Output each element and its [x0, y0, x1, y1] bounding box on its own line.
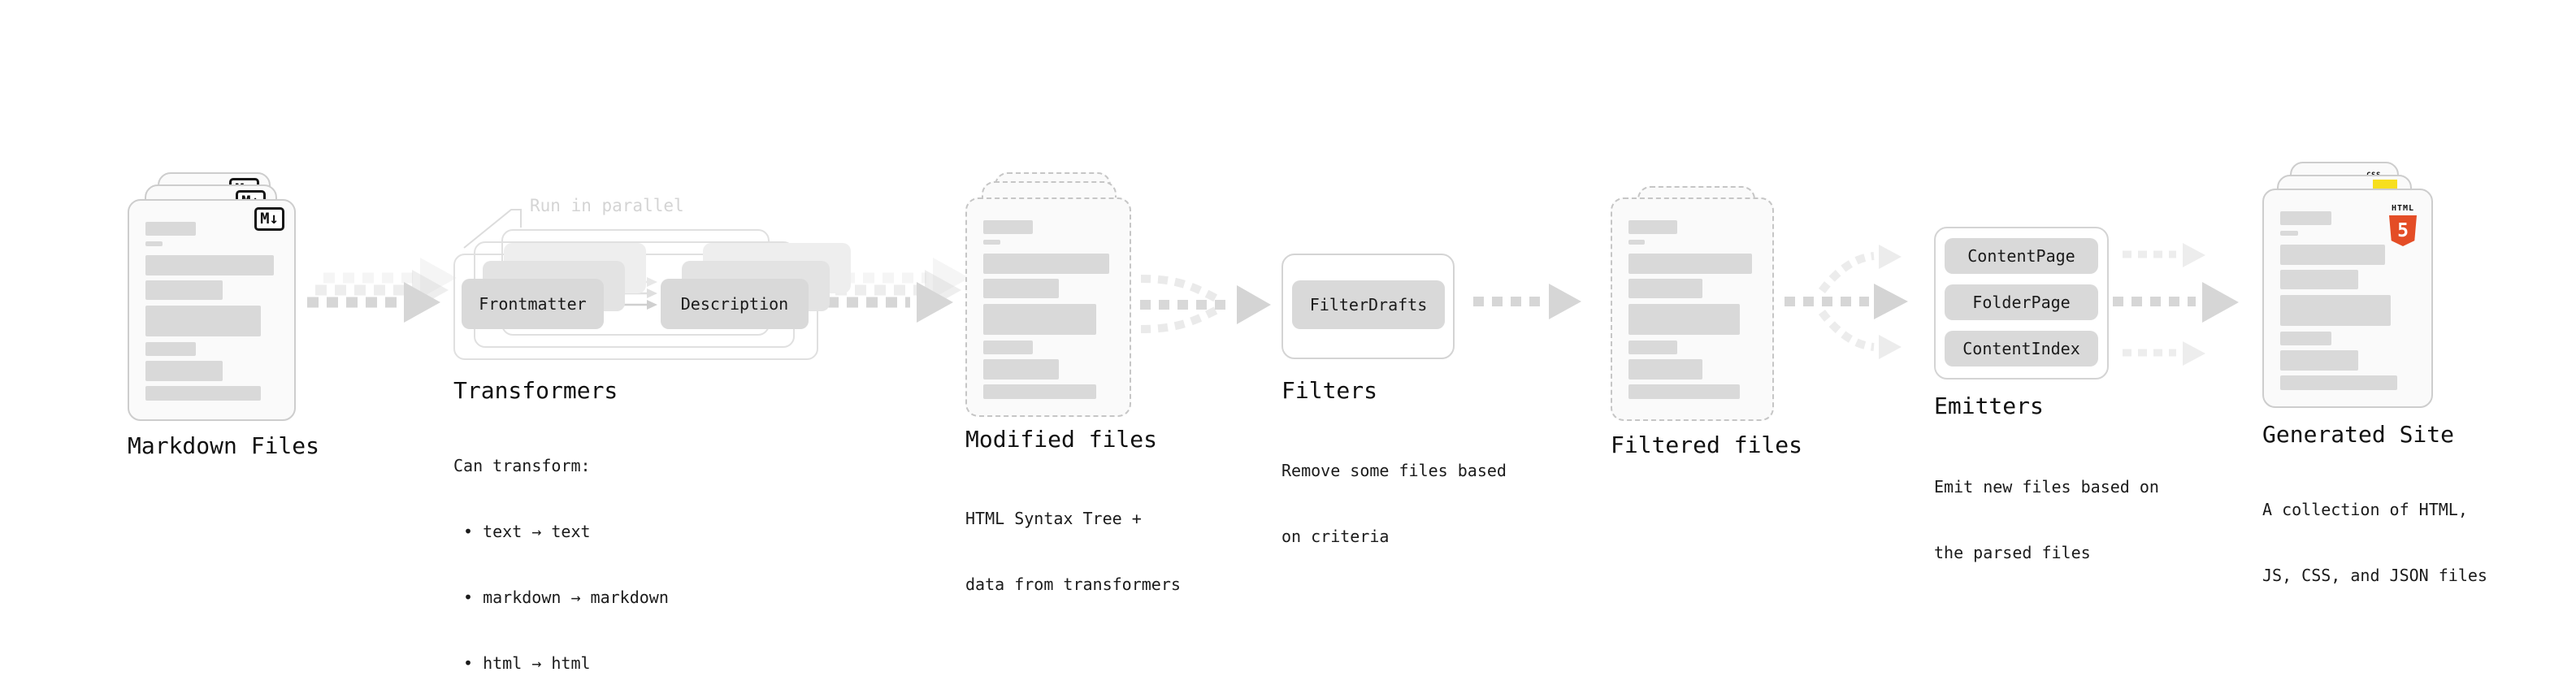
- description-line: A collection of HTML,: [2262, 500, 2468, 519]
- filtered-files-stack: [1611, 186, 1798, 422]
- text-line-bar: [983, 359, 1059, 380]
- markdown-file-card-front: M↓: [128, 199, 296, 421]
- filtered-file-card-front: [1611, 197, 1774, 421]
- description-line: • html → html: [463, 653, 591, 673]
- text-line-bar: [1628, 220, 1677, 234]
- frontmatter-step: Frontmatter: [462, 279, 604, 329]
- text-line-bar: [1628, 254, 1753, 274]
- text-line-bar: [1628, 359, 1703, 380]
- document-text-placeholder-lines: [983, 220, 1113, 399]
- description-line: • text → text: [463, 522, 591, 541]
- markdown-files-stack: M↓ M↓ M↓: [128, 172, 314, 421]
- description-line: • markdown → markdown: [463, 588, 669, 607]
- description-step: Description: [661, 279, 809, 329]
- filter-drafts-chip: FilterDrafts: [1292, 280, 1445, 329]
- text-line-bar: [2280, 270, 2359, 289]
- generated-site-label: Generated Site: [2262, 421, 2455, 448]
- arrow-emitters-to-generated: [2113, 243, 2239, 366]
- description-line: Remove some files based: [1281, 461, 1507, 480]
- text-line-bar: [1628, 384, 1740, 399]
- document-text-placeholder-lines: [2280, 211, 2415, 390]
- text-line-bar: [1628, 240, 1646, 245]
- text-line-bar: [145, 222, 196, 236]
- text-line-bar: [145, 342, 196, 356]
- folder-page-chip: FolderPage: [1945, 284, 2098, 320]
- text-line-bar: [1628, 304, 1740, 335]
- text-line-bar: [983, 240, 1000, 245]
- filters-description: Remove some files based on criteria: [1281, 416, 1507, 592]
- text-line-bar: [2280, 332, 2332, 345]
- markdown-files-label: Markdown Files: [128, 432, 320, 459]
- html5-icon: HTML 5: [2384, 198, 2422, 246]
- document-text-placeholder-lines: [145, 222, 278, 401]
- modified-file-card-front: [965, 197, 1131, 417]
- text-line-bar: [2280, 245, 2386, 265]
- generated-site-description: A collection of HTML, JS, CSS, and JSON …: [2262, 455, 2487, 631]
- text-line-bar: [145, 386, 261, 401]
- text-line-bar: [145, 280, 223, 300]
- description-line: on criteria: [1281, 527, 1390, 546]
- generated-site-stack: CSS HTML 5: [2262, 162, 2453, 410]
- arrow-modified-to-filters-converging: [1140, 275, 1271, 333]
- filters-title: Filters: [1281, 377, 1378, 404]
- text-line-bar: [983, 384, 1097, 399]
- description-line: data from transformers: [965, 575, 1181, 594]
- text-line-bar: [983, 254, 1110, 274]
- text-line-bar: [2280, 350, 2359, 371]
- description-line: Emit new files based on: [1934, 477, 2159, 497]
- text-line-bar: [983, 304, 1097, 335]
- content-index-chip: ContentIndex: [1945, 331, 2098, 367]
- description-line: Can transform:: [453, 456, 591, 475]
- description-line: JS, CSS, and JSON files: [2262, 566, 2487, 585]
- transformers-description: Can transform: • text → text • markdown …: [453, 411, 669, 681]
- document-text-placeholder-lines: [1628, 220, 1756, 399]
- emitters-description: Emit new files based on the parsed files: [1934, 432, 2159, 608]
- text-line-bar: [145, 241, 163, 246]
- run-in-parallel-annotation: Run in parallel: [530, 196, 684, 215]
- text-line-bar: [983, 340, 1033, 354]
- emitters-title: Emitters: [1934, 393, 2044, 419]
- description-line: HTML Syntax Tree +: [965, 509, 1142, 528]
- html5-icon-label: HTML: [2391, 204, 2415, 213]
- html5-icon-number: 5: [2397, 220, 2409, 241]
- arrow-markdown-to-transformers: [307, 258, 457, 323]
- text-line-bar: [1628, 279, 1703, 298]
- transformers-title: Transformers: [453, 377, 618, 404]
- text-line-bar: [2280, 231, 2298, 236]
- description-line: the parsed files: [1934, 543, 2091, 562]
- content-page-chip: ContentPage: [1945, 238, 2098, 274]
- text-line-bar: [145, 306, 261, 336]
- arrow-filters-to-filtered: [1473, 284, 1581, 319]
- text-line-bar: [2280, 375, 2398, 390]
- modified-files-description: HTML Syntax Tree + data from transformer…: [965, 464, 1181, 640]
- text-line-bar: [2280, 211, 2332, 225]
- filtered-files-label: Filtered files: [1611, 432, 1803, 458]
- html-file-card-front: HTML 5: [2262, 189, 2433, 408]
- text-line-bar: [1628, 340, 1677, 354]
- text-line-bar: [983, 220, 1033, 234]
- text-line-bar: [983, 279, 1059, 298]
- markdown-icon: M↓: [254, 207, 284, 231]
- text-line-bar: [145, 255, 275, 275]
- modified-files-stack: [965, 172, 1152, 421]
- html5-icon-shield: 5: [2389, 215, 2417, 246]
- modified-files-label: Modified files: [965, 426, 1158, 453]
- arrow-filtered-to-emitters-diverging: [1785, 245, 1908, 359]
- text-line-bar: [145, 361, 223, 381]
- text-line-bar: [2280, 295, 2392, 326]
